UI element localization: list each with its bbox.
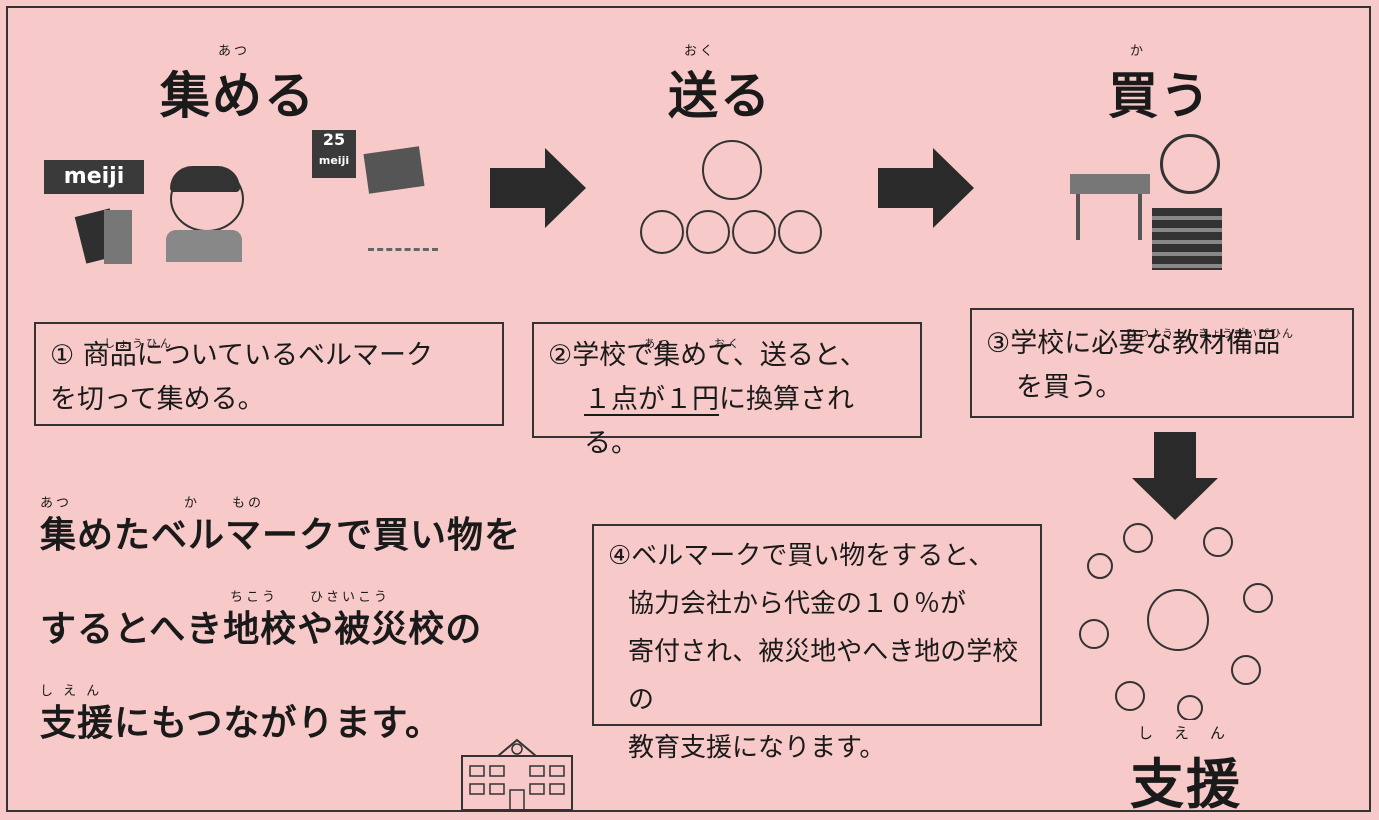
arrow-right-icon — [490, 148, 586, 228]
box4-line2: 協力会社から代金の１０％が — [628, 589, 967, 619]
support-title: 支援 — [1130, 753, 1242, 816]
box3-furigana: ひつよう きょうざいびひん — [1126, 327, 1294, 340]
bellmark-stack-icon: 25 meiji — [312, 130, 425, 220]
message-furigana3: し え ん — [40, 684, 103, 699]
step3-title: 買う — [1108, 67, 1212, 125]
step2-title: 送る — [668, 67, 772, 125]
box2-underlined-text: １点が１円 — [584, 384, 719, 415]
step2-furigana: おく — [684, 44, 717, 59]
teacher-icon — [702, 140, 762, 200]
message-line2: するとへき地校や被災校の — [40, 609, 483, 650]
page-frame — [6, 6, 1371, 812]
collect-illustration: meiji 25 meiji — [40, 120, 460, 290]
children-circle-icon — [1079, 523, 1273, 720]
buy-illustration — [1060, 130, 1240, 280]
message-furigana2: ちこう ひさいこう — [230, 590, 391, 605]
step1-title: 集める — [160, 67, 316, 125]
box4-line1: ④ベルマークで買い物をすると、 — [608, 541, 995, 571]
meiji-label: meiji — [44, 160, 144, 194]
box2-line1: ②学校で集めて、送ると、 — [548, 340, 867, 371]
arrow-right-icon — [878, 148, 974, 228]
step1-description-box: しょうひん ① 商品についているベルマーク を切って集める。 — [34, 322, 504, 426]
box2-line2: １点が１円に換算される。 — [548, 378, 906, 466]
scissors-icon — [368, 218, 438, 251]
step2-description-box: あつ おく ②学校で集めて、送ると、 １点が１円に換算される。 — [532, 322, 922, 459]
message-line1: 集めたベルマークで買い物を — [40, 515, 522, 556]
step3-furigana: か — [1130, 44, 1147, 59]
step1-furigana: あつ — [218, 44, 251, 59]
message-furigana1: あつ か もの — [40, 496, 265, 511]
box1-line1: ① 商品についているベルマーク — [50, 340, 433, 371]
school-icon — [461, 738, 573, 811]
box3-line1: ③学校に必要な教材備品 — [986, 328, 1281, 359]
box1-furigana: しょうひん — [104, 337, 174, 350]
desk-icon — [1070, 174, 1150, 194]
send-illustration — [630, 130, 830, 280]
box4-line4: 教育支援になります。 — [628, 733, 886, 763]
box2-line2-rest: に換算される。 — [584, 384, 854, 459]
arrow-down-icon — [1132, 432, 1218, 520]
box3-line2: を買う。 — [1016, 372, 1123, 403]
drink-box-icon — [104, 210, 132, 264]
box4-line3: 寄付され、被災地やへき地の学校の — [628, 637, 1019, 715]
students-icon — [640, 210, 822, 270]
vaulting-box-icon — [1152, 208, 1222, 270]
step3-description-box: ひつよう きょうざいびひん ③学校に必要な教材備品 を買う。 — [970, 308, 1354, 418]
support-furigana: し え ん — [1138, 724, 1229, 742]
box1-line2: を切って集める。 — [50, 384, 265, 415]
mark-brand: meiji — [318, 154, 350, 167]
mark-number: 25 — [322, 130, 346, 149]
child-icon — [162, 166, 246, 262]
message-line3: 支援にもつながります。 — [40, 703, 442, 744]
box2-furigana: あつ おく — [644, 337, 742, 350]
clock-icon — [1160, 134, 1220, 194]
step4-description-box: ④ベルマークで買い物をすると、 協力会社から代金の１０％が 寄付され、被災地やへ… — [592, 524, 1042, 763]
